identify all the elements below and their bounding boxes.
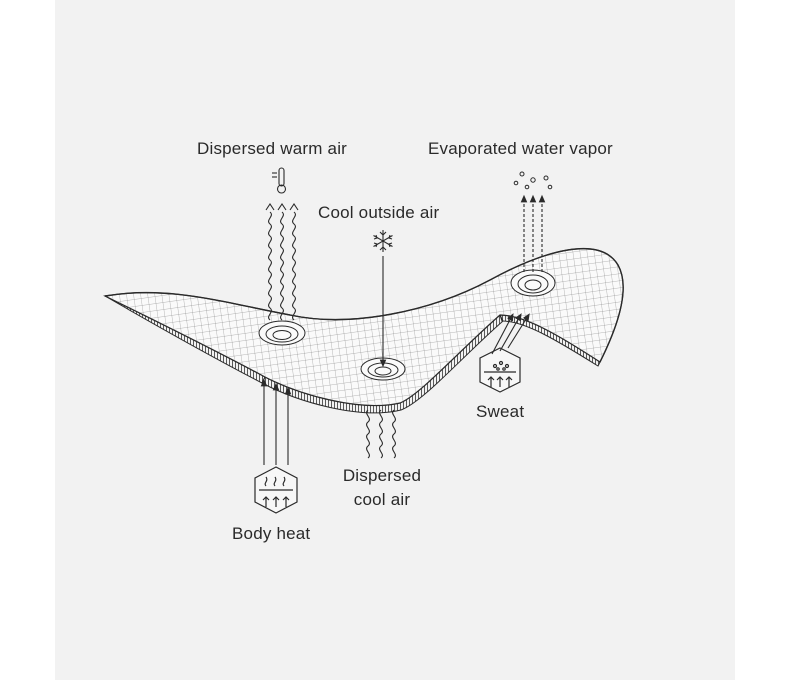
sweat-hexagon-icon [479,347,521,393]
pore-warm [258,320,306,346]
thermometer-icon [272,167,287,194]
label-dispersed-warm-air: Dispersed warm air [197,139,348,158]
body-heat-hexagon-icon [254,466,298,514]
fabric-surface [103,247,624,407]
vapor-arrows [520,194,546,272]
label-sweat: Sweat [476,402,525,421]
cool-air-waves [366,409,396,459]
warm-air-waves [265,203,299,321]
body-heat-arrows [260,378,292,465]
pore-vapor [510,269,556,297]
snowflake-icon [373,230,393,252]
label-dispersed-cool-air-line2: cool air [353,490,411,509]
label-dispersed-cool-air-line1: Dispersed [342,466,422,485]
label-evaporated-water-vapor: Evaporated water vapor [428,139,613,158]
sweat-arrows [491,313,530,355]
label-body-heat: Body heat [232,524,311,543]
vapor-dots-icon [513,171,553,190]
label-cool-outside-air: Cool outside air [318,203,440,222]
